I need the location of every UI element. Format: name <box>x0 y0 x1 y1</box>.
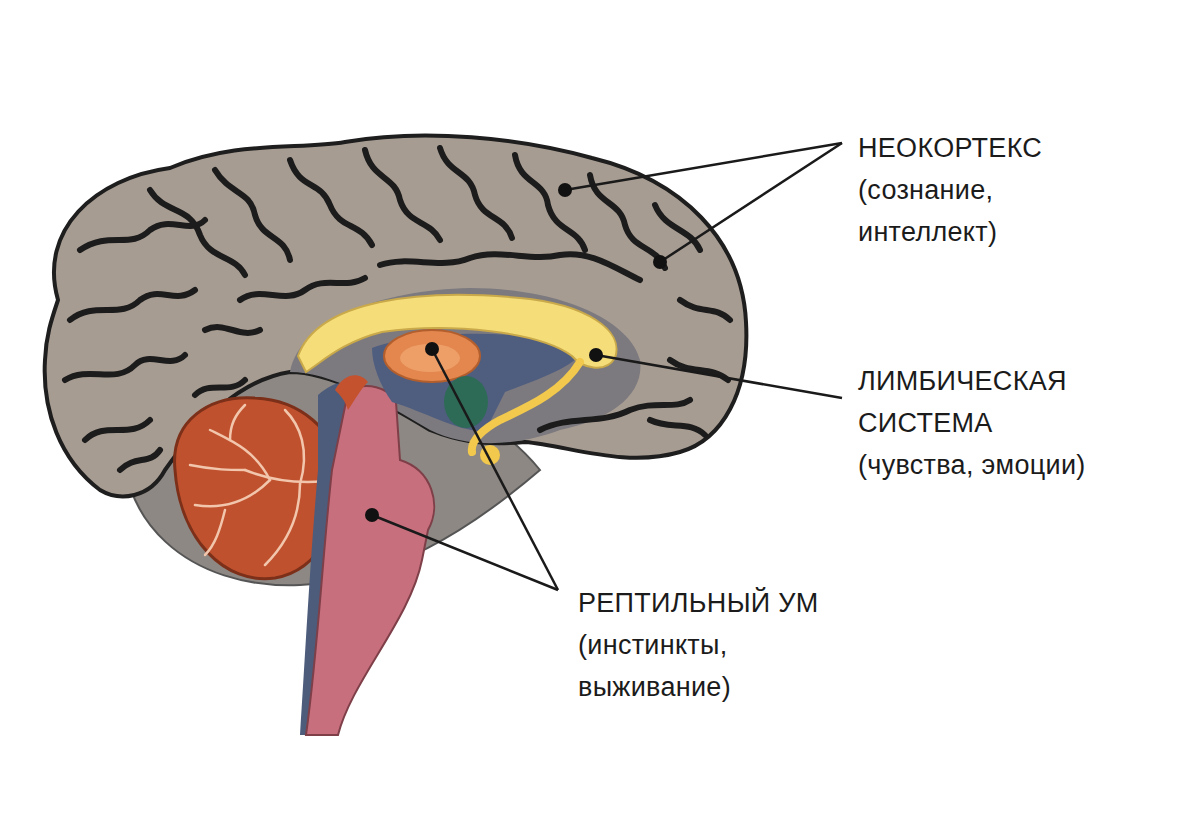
sulci <box>365 150 440 240</box>
leader-lines <box>432 349 558 590</box>
sulci <box>85 420 150 440</box>
sulci <box>540 400 690 430</box>
sulci <box>290 160 372 245</box>
region-function: (инстинкты, выживание) <box>578 624 808 708</box>
cerebellum <box>205 510 225 555</box>
pointer-dots <box>365 508 379 522</box>
sulci <box>380 254 640 280</box>
cerebellum <box>210 430 270 480</box>
sulci <box>215 170 290 260</box>
sulci <box>440 148 512 238</box>
sulci <box>655 205 700 250</box>
pointer-dots <box>589 348 603 362</box>
pointer-dots <box>365 183 667 522</box>
cerebellum <box>190 465 245 470</box>
pointer-dots <box>425 342 439 356</box>
cerebellum <box>265 484 300 565</box>
brainstem <box>306 386 434 735</box>
limbic-structures <box>384 330 480 382</box>
sulci <box>65 355 185 380</box>
sulci <box>120 450 160 470</box>
region-heading: ЛИМБИЧЕСКАЯ СИСТЕМА <box>858 360 1148 444</box>
limbic-structures <box>298 295 617 465</box>
region-heading: РЕПТИЛЬНЫЙ УМ <box>578 582 918 624</box>
region-function: (сознание, интеллект) <box>858 169 1088 253</box>
cerebellum <box>285 410 304 484</box>
sulci <box>195 380 245 395</box>
sulci <box>590 175 665 268</box>
sulci <box>70 290 195 320</box>
sulci <box>680 300 730 320</box>
region-heading: НЕОКОРТЕКС <box>858 127 1178 169</box>
leader-lines <box>372 515 558 590</box>
leader-lines <box>565 143 842 190</box>
brainstem <box>300 375 434 735</box>
sulci <box>150 190 245 275</box>
pointer-dots <box>653 255 667 269</box>
region-function: (чувства, эмоции) <box>858 444 1188 486</box>
cerebellum <box>230 405 245 440</box>
leader-lines <box>372 143 842 590</box>
cerebellum <box>195 480 270 506</box>
sulci <box>205 327 260 333</box>
sulci <box>80 220 205 250</box>
sulci <box>240 278 365 300</box>
brainstem <box>335 375 368 410</box>
sulci <box>515 155 585 250</box>
limbic-structures <box>472 362 580 452</box>
sulci <box>650 420 705 435</box>
leader-lines <box>596 355 842 398</box>
pointer-dots <box>558 183 572 197</box>
leader-lines <box>660 143 842 262</box>
